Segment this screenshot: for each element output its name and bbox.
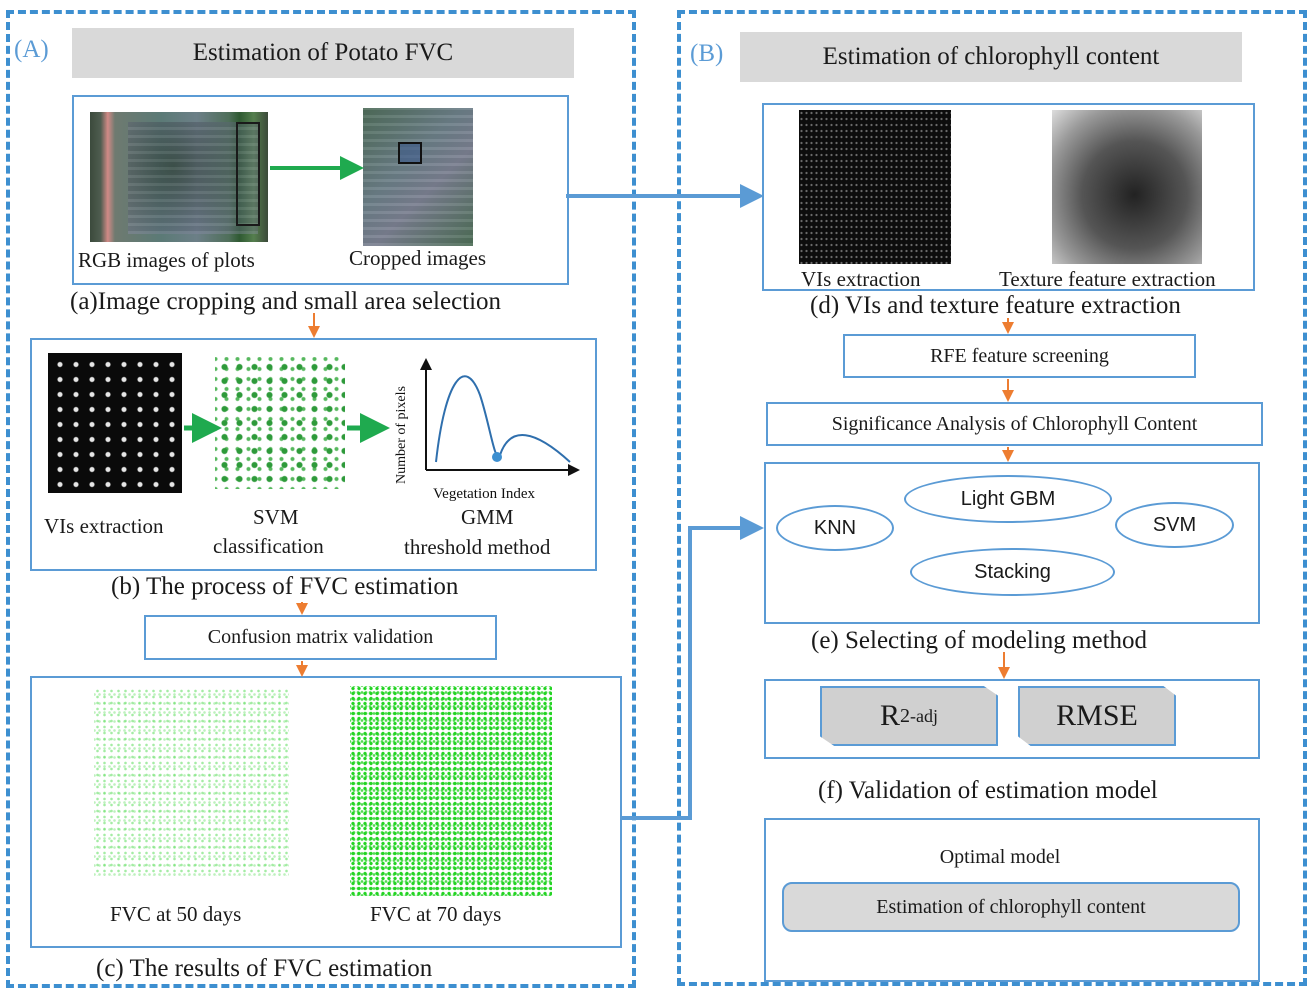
- section-f-caption: (f) Validation of estimation model: [818, 777, 1158, 804]
- fvc-70-days-label: FVC at 70 days: [370, 902, 502, 926]
- svm-label-1: SVM: [253, 505, 299, 529]
- r2-sub: -adj: [910, 705, 938, 726]
- panel-a: [6, 10, 636, 988]
- gmm-threshold-point: [492, 452, 502, 462]
- estimation-chlorophyll-box: Estimation of chlorophyll content: [782, 882, 1240, 932]
- rgb-plot-selection: [236, 122, 260, 226]
- vis-extraction-label: VIs extraction: [44, 514, 164, 538]
- connector-c-to-e: [622, 516, 764, 820]
- gmm-x-label: Vegetation Index: [433, 486, 536, 502]
- gmm-curve: [435, 375, 571, 463]
- knn-model: KNN: [776, 505, 894, 551]
- rmse-metric: RMSE: [1018, 686, 1176, 746]
- vis-extraction-d-image: [799, 110, 951, 264]
- svm-label-2: classification: [213, 534, 324, 558]
- optimal-model-title: Optimal model: [939, 845, 1061, 868]
- svm-model: SVM: [1115, 502, 1234, 548]
- fvc-70-days-image: [350, 686, 552, 896]
- panel-b-header: Estimation of chlorophyll content: [740, 32, 1242, 82]
- gmm-y-label: Number of pixels: [394, 386, 409, 484]
- section-c-caption: (c) The results of FVC estimation: [96, 955, 433, 982]
- section-d-caption: (d) VIs and texture feature extraction: [810, 292, 1181, 319]
- panel-b-tag: (B): [690, 40, 724, 67]
- r2-sup: 2: [900, 704, 911, 727]
- gmm-label-2: threshold method: [404, 535, 551, 559]
- stacking-model: Stacking: [910, 548, 1115, 596]
- fvc-50-days-image: [94, 688, 289, 876]
- section-a-caption: (a)Image cropping and small area selecti…: [70, 288, 502, 315]
- rgb-images-label: RGB images of plots: [78, 248, 255, 272]
- svm-classification-image: [215, 357, 345, 489]
- cropped-images-label: Cropped images: [349, 246, 487, 270]
- texture-feature-image: [1052, 110, 1202, 264]
- section-a-box: [72, 95, 569, 285]
- r2-main: R: [880, 699, 901, 732]
- crop-selection-box: [398, 142, 422, 164]
- confusion-matrix-box: Confusion matrix validation: [144, 615, 497, 660]
- rfe-screening-box: RFE feature screening: [843, 334, 1196, 378]
- panel-b: [677, 10, 1307, 986]
- vis-extraction-image: [48, 353, 182, 493]
- significance-analysis-box: Significance Analysis of Chlorophyll Con…: [766, 402, 1263, 446]
- gmm-label-1: GMM: [461, 505, 514, 529]
- section-b-caption: (b) The process of FVC estimation: [111, 573, 459, 600]
- cropped-image: [363, 108, 473, 246]
- panel-a-header: Estimation of Potato FVC: [72, 28, 574, 78]
- panel-a-tag: (A): [14, 36, 49, 63]
- section-e-caption: (e) Selecting of modeling method: [811, 627, 1148, 654]
- vis-extraction-d-label: VIs extraction: [801, 267, 921, 291]
- gmm-graph: Number of pixels Vegetation Index: [394, 358, 580, 502]
- lightgbm-model: Light GBM: [904, 475, 1112, 523]
- texture-feature-label: Texture feature extraction: [999, 267, 1216, 291]
- fvc-50-days-label: FVC at 50 days: [110, 902, 242, 926]
